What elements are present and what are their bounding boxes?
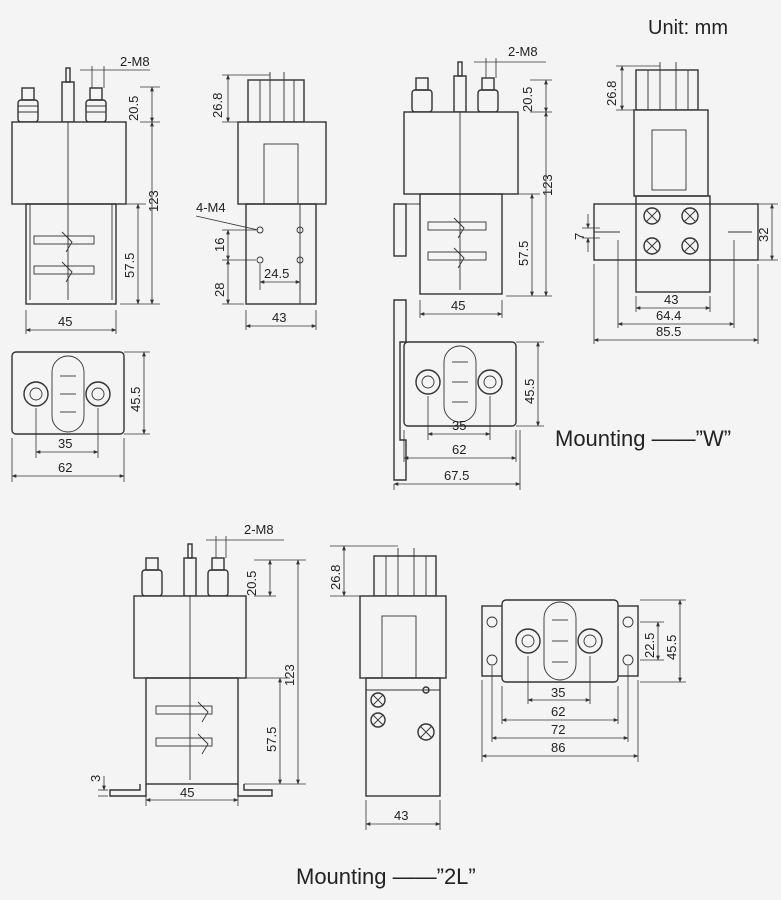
w-front-thread: 2-M8	[508, 44, 538, 59]
w-top-dim-62: 62	[452, 442, 466, 457]
l-front-dim-123: 123	[282, 664, 297, 686]
l-top-dim-86: 86	[551, 740, 565, 755]
std-front-view: 20.5 123 57.5 2-M8 45	[11, 54, 161, 334]
l-front-dim-3: 3	[88, 775, 103, 782]
w-side-dim-32: 32	[756, 228, 771, 242]
w-front-dim-57-5: 57.5	[516, 241, 531, 266]
std-front-dim-20-5: 20.5	[126, 96, 141, 121]
w-side-dim-7: 7	[572, 233, 587, 240]
std-top-view: 45.5 35 62	[11, 351, 150, 482]
l-top-dim-62: 62	[551, 704, 565, 719]
l-side-dim-26-8: 26.8	[328, 565, 343, 590]
std-front-dim-45: 45	[58, 314, 72, 329]
w-front-view: 20.5 123 57.5 2-M8 45	[393, 44, 555, 318]
std-side-holes: 4-M4	[196, 200, 226, 215]
std-side-dim-26-8: 26.8	[210, 93, 225, 118]
w-top-dim-35: 35	[452, 418, 466, 433]
l-front-view: 3 20.5 123 57.5 2-M8 45	[88, 522, 306, 806]
std-top-dim-62: 62	[58, 460, 72, 475]
w-side-dim-85-5: 85.5	[656, 324, 681, 339]
caption-mounting-2l: Mounting ——”2L”	[296, 864, 476, 889]
w-front-dim-123: 123	[540, 174, 555, 196]
l-front-dim-57-5: 57.5	[264, 727, 279, 752]
std-side-view: 26.8 4-M4 16 28 24.5 43	[195, 72, 327, 330]
l-top-dim-72: 72	[551, 722, 565, 737]
std-front-dim-123: 123	[146, 190, 161, 212]
w-side-dim-43: 43	[664, 292, 678, 307]
std-side-dim-28: 28	[212, 283, 227, 297]
unit-label: Unit: mm	[648, 17, 728, 39]
l-top-view: 22.5 45.5 35 62 72 86	[481, 599, 686, 762]
std-side-dim-43: 43	[272, 310, 286, 325]
caption-mounting-w: Mounting ——”W”	[555, 426, 731, 451]
l-side-dim-43: 43	[394, 808, 408, 823]
std-top-dim-35: 35	[58, 436, 72, 451]
std-top-dim-45-5: 45.5	[128, 387, 143, 412]
l-top-dim-35: 35	[551, 685, 565, 700]
l-front-thread: 2-M8	[244, 522, 274, 537]
w-side-dim-64-4: 64.4	[656, 308, 681, 323]
std-front-dim-57-5: 57.5	[122, 253, 137, 278]
w-side-view: 26.8 7 32 43 64.4 85.5	[572, 62, 778, 344]
w-top-dim-45-5: 45.5	[522, 379, 537, 404]
l-front-dim-45: 45	[180, 785, 194, 800]
w-front-dim-20-5: 20.5	[520, 87, 535, 112]
w-top-dim-67-5: 67.5	[444, 468, 469, 483]
std-front-thread: 2-M8	[120, 54, 150, 69]
w-top-view: 45.5 35 62 67.5	[393, 299, 544, 490]
w-side-dim-26-8: 26.8	[604, 81, 619, 106]
l-front-dim-20-5: 20.5	[244, 571, 259, 596]
l-top-dim-22-5: 22.5	[642, 633, 657, 658]
std-side-dim-24-5: 24.5	[264, 266, 289, 281]
std-side-dim-16: 16	[212, 238, 227, 252]
l-side-view: 26.8 43	[328, 545, 447, 830]
l-top-dim-45-5: 45.5	[664, 635, 679, 660]
w-front-dim-45: 45	[451, 298, 465, 313]
